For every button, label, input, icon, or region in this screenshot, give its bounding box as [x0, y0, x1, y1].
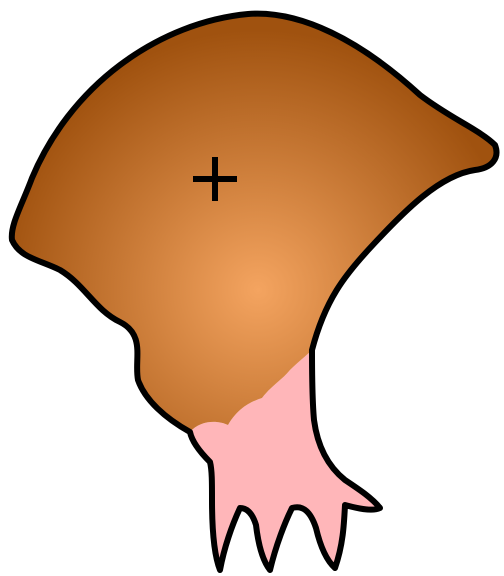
main-body-shape — [12, 14, 497, 432]
